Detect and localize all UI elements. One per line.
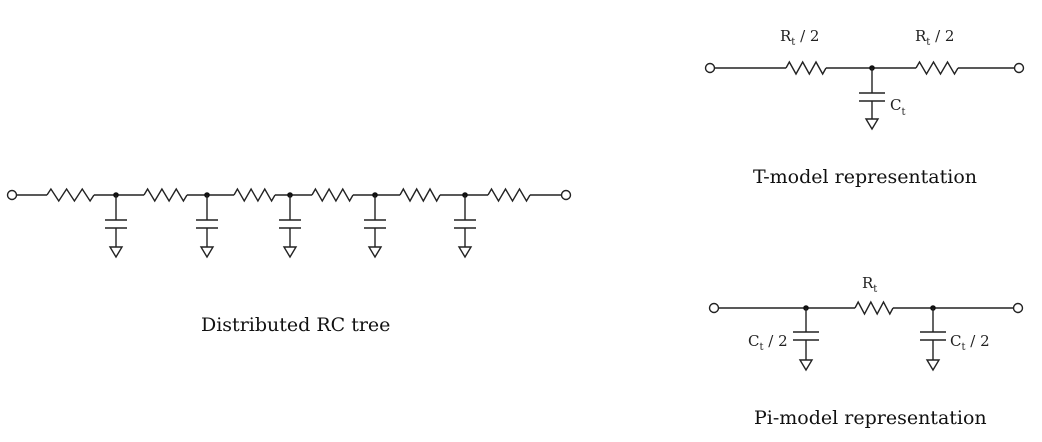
resistor — [487, 187, 531, 203]
terminal — [1013, 62, 1025, 74]
t-model-circuit — [704, 60, 1025, 131]
pi-model-left-capacitor-label: Ct / 2 — [748, 332, 788, 353]
ground-symbol — [798, 359, 814, 372]
resistor — [46, 187, 95, 203]
resistor — [854, 300, 894, 316]
ground-symbol — [199, 246, 215, 259]
ground-symbol — [925, 359, 941, 372]
pi-model-resistor-label: Rt — [862, 274, 877, 295]
pi-model-circuit — [708, 300, 1024, 372]
t-model-caption: T-model representation — [753, 166, 978, 188]
terminal — [704, 62, 716, 74]
resistor — [785, 60, 827, 76]
t-model-right-resistor-label: Rt / 2 — [915, 27, 954, 48]
terminal — [1012, 302, 1024, 314]
pi-model-right-capacitor-label: Ct / 2 — [950, 332, 990, 353]
ground-symbol — [457, 246, 473, 259]
resistor — [399, 187, 441, 203]
ground-symbol — [108, 246, 124, 259]
terminal — [708, 302, 720, 314]
distributed-rc-tree-circuit — [6, 187, 572, 259]
ground-symbol — [864, 118, 880, 131]
resistor — [311, 187, 354, 203]
pi-model-caption: Pi-model representation — [754, 407, 987, 429]
ground-symbol — [282, 246, 298, 259]
t-model-capacitor-label: Ct — [890, 96, 906, 118]
resistor — [143, 187, 188, 203]
terminal — [560, 189, 572, 201]
t-model-left-resistor-label: Rt / 2 — [780, 27, 819, 48]
distributed-rc-caption: Distributed RC tree — [201, 314, 391, 336]
ground-symbol — [367, 246, 383, 259]
resistor — [233, 187, 276, 203]
terminal — [6, 189, 18, 201]
resistor — [915, 60, 959, 76]
